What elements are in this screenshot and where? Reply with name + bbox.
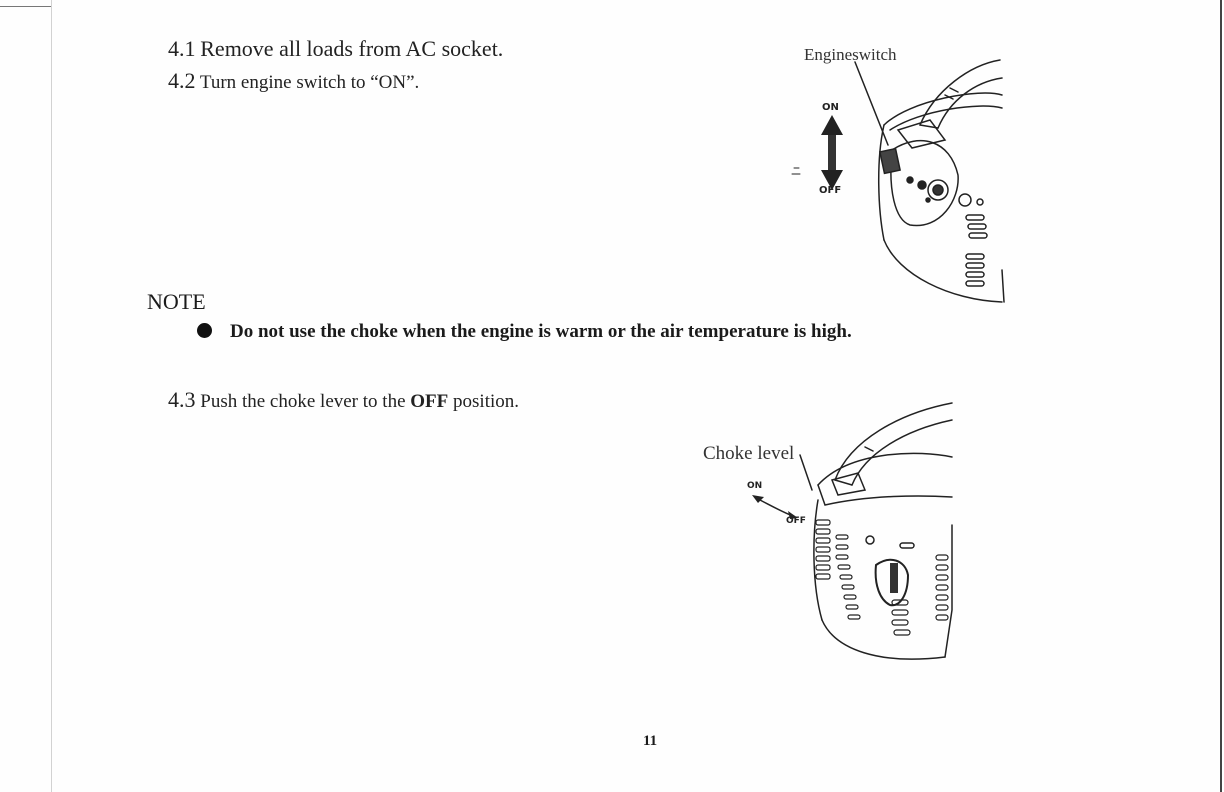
step-4-2: 4.2 Turn engine switch to “ON”. <box>168 68 419 94</box>
step-4-1: 4.1 Remove all loads from AC socket. <box>168 36 503 62</box>
note-heading: NOTE <box>147 289 206 315</box>
engine-switch-illustration <box>780 40 1020 320</box>
bullet-icon <box>197 323 212 338</box>
step-text: Turn engine switch to “ON”. <box>200 72 419 93</box>
choke-lever-illustration <box>740 395 965 670</box>
step-number: 4.1 <box>168 36 196 61</box>
step-text: Remove all loads from AC socket. <box>200 36 503 61</box>
scan-right-edge <box>1220 0 1222 792</box>
step-text-bold: OFF <box>410 391 448 412</box>
step-number: 4.2 <box>168 68 196 93</box>
page-number: 11 <box>643 733 657 750</box>
note-text: Do not use the choke when the engine is … <box>230 321 852 342</box>
step-text: Push the choke lever to the <box>200 391 405 412</box>
step-number: 4.3 <box>168 387 196 412</box>
scan-corner-mark <box>0 0 52 7</box>
step-4-3: 4.3 Push the choke lever to the OFF posi… <box>168 387 519 413</box>
scan-margin-line <box>51 0 52 792</box>
note-item: Do not use the choke when the engine is … <box>197 321 852 343</box>
step-text-end: position. <box>453 391 519 412</box>
